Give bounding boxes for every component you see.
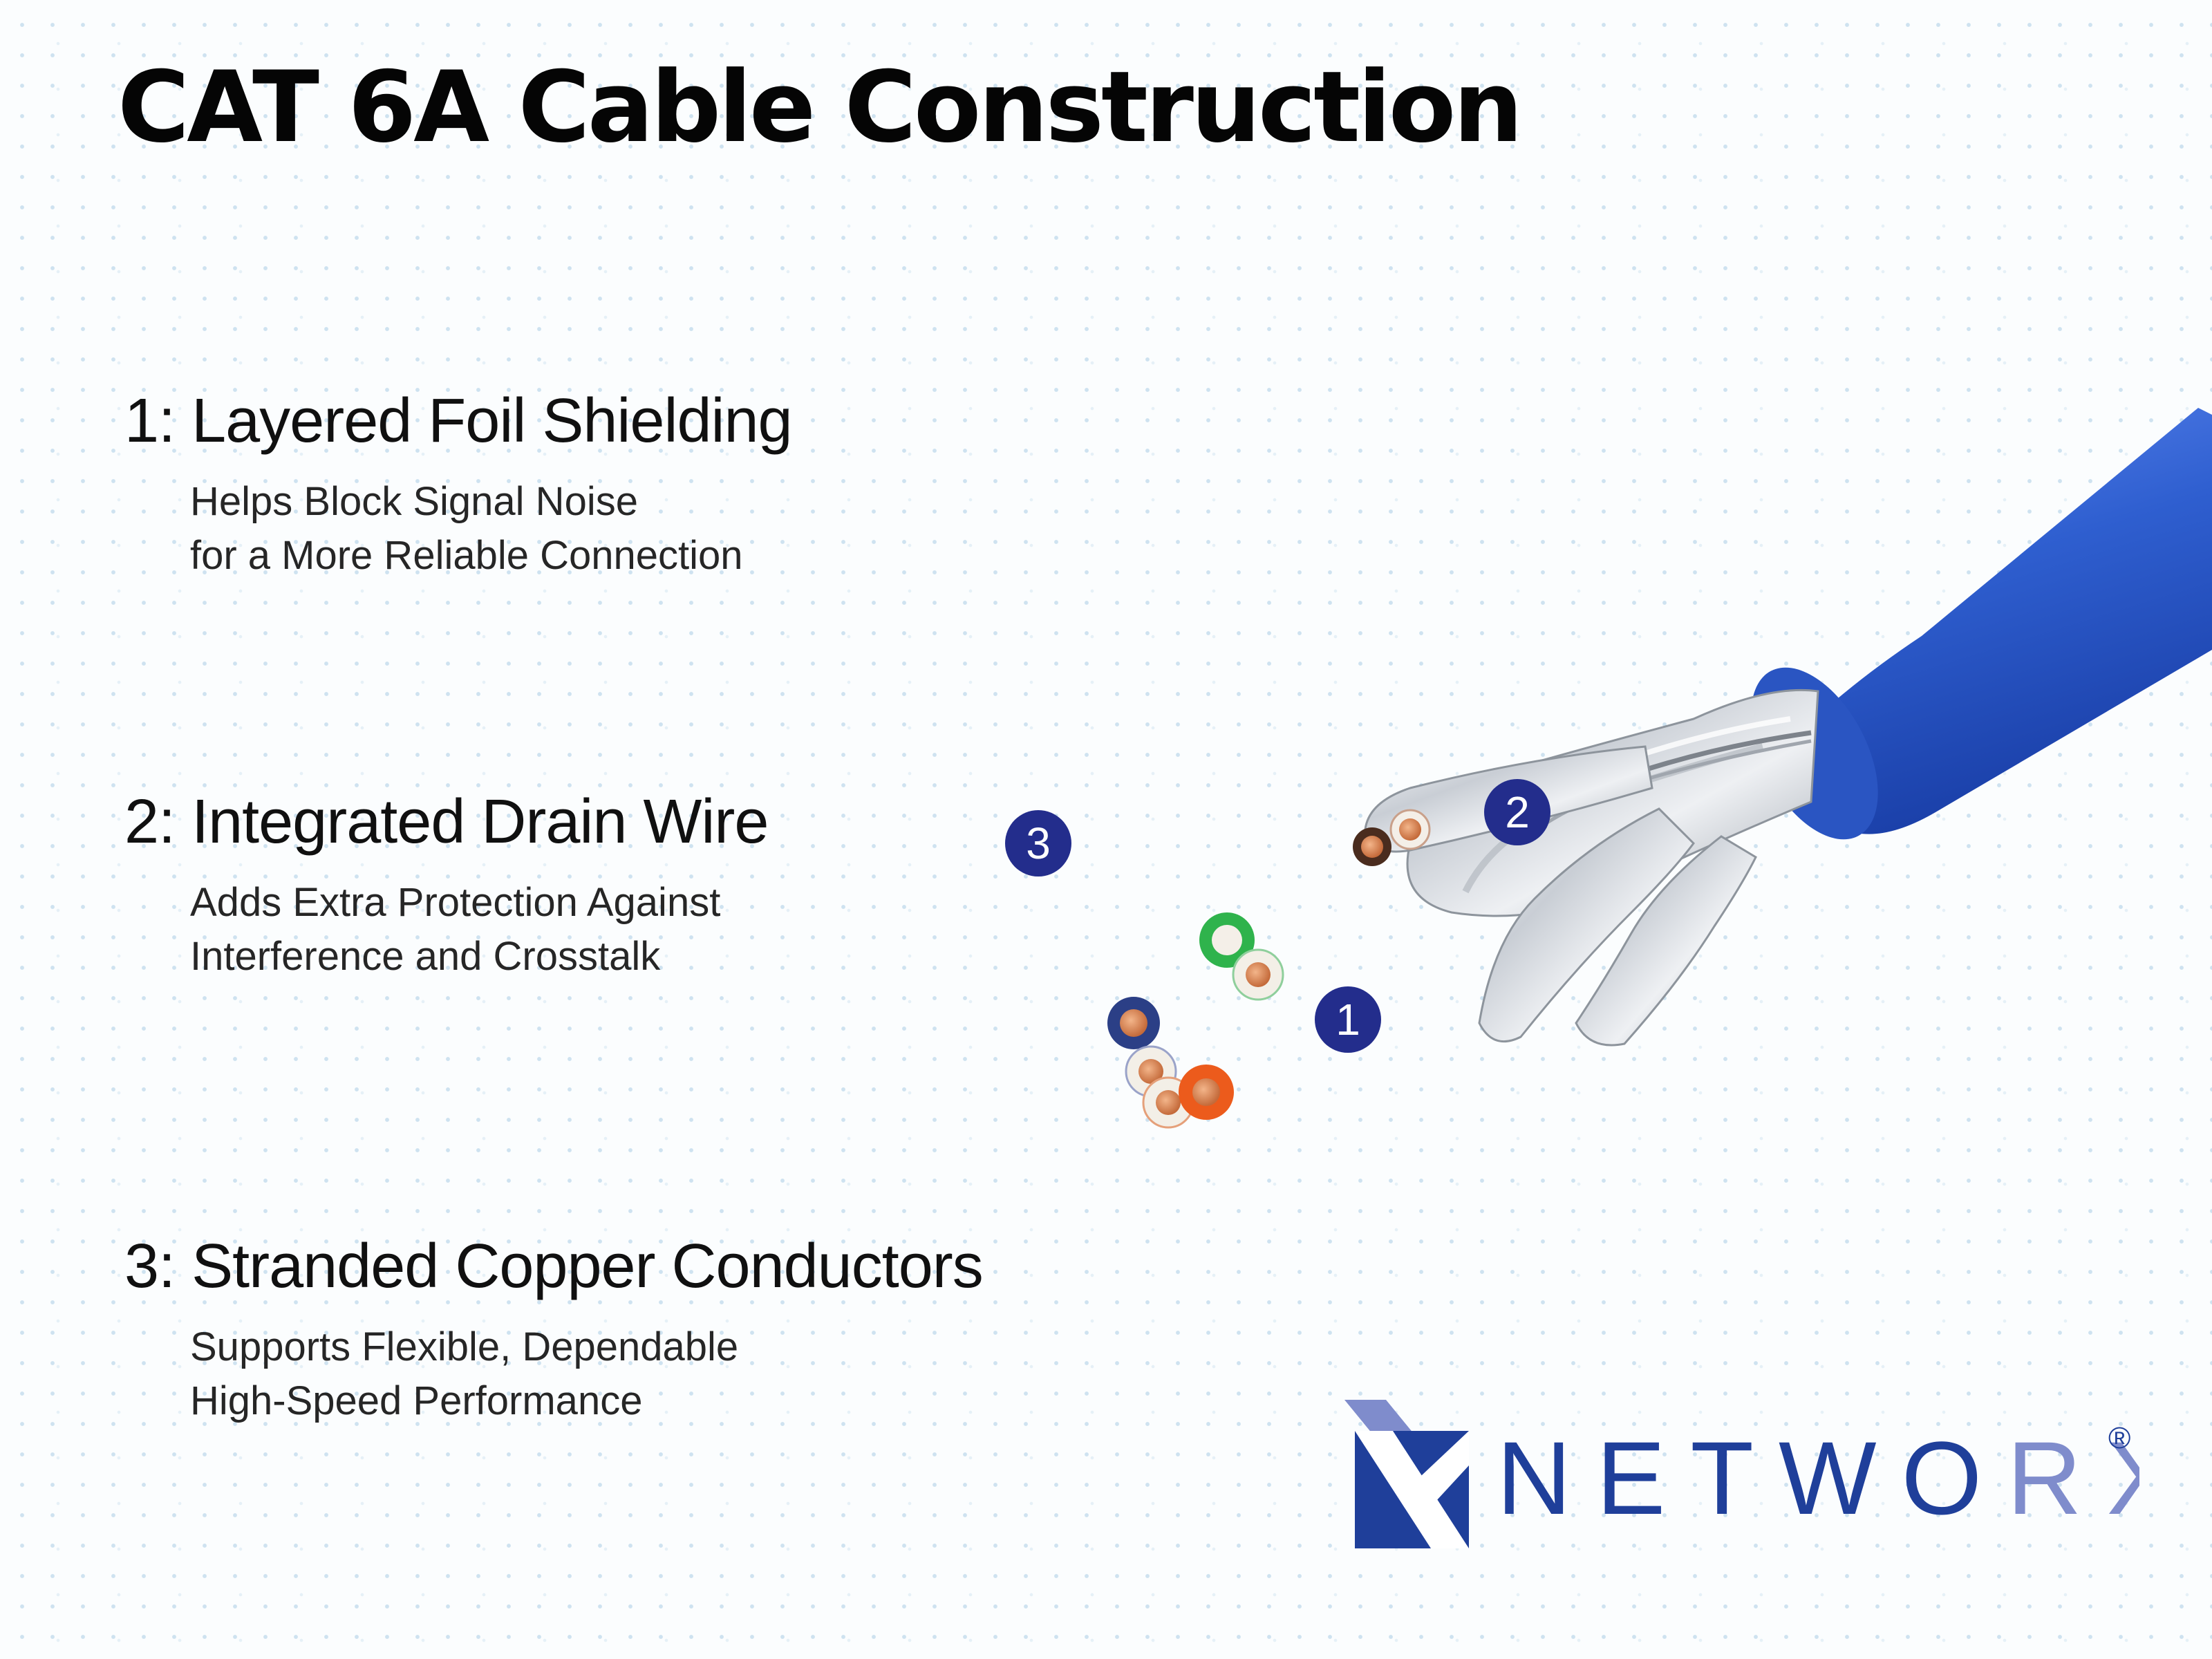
feature-desc-line: for a More Reliable Connection: [190, 533, 743, 578]
feature-desc-line: High-Speed Performance: [190, 1378, 643, 1423]
feature-heading: 3: Stranded Copper Conductors: [124, 1232, 984, 1301]
callout-number: 2: [1505, 787, 1530, 837]
conductor-pair-orange: [1142, 1065, 1234, 1129]
callout-number: 3: [1026, 818, 1051, 868]
networx-wordmark: NETWORX: [1497, 1420, 2139, 1536]
page-title: CAT 6A Cable Construction: [118, 50, 1523, 165]
networx-logo: NETWORX ®: [1344, 1400, 2139, 1548]
feature-heading: 2: Integrated Drain Wire: [124, 787, 769, 856]
feature-description: Supports Flexible, Dependable High-Speed…: [190, 1320, 983, 1428]
feature-desc-line: Adds Extra Protection Against: [190, 880, 721, 925]
callout-badge-1: 1: [1315, 986, 1381, 1053]
feature-desc-line: Interference and Crosstalk: [190, 934, 661, 979]
conductor-pair-brown: [1353, 809, 1431, 866]
feature-drain-wire: 2: Integrated Drain Wire Adds Extra Prot…: [124, 787, 769, 984]
feature-description: Adds Extra Protection Against Interferen…: [190, 876, 768, 984]
feature-description: Helps Block Signal Noise for a More Reli…: [190, 475, 792, 583]
feature-foil-shielding: 1: Layered Foil Shielding Helps Block Si…: [124, 386, 793, 583]
registered-mark: ®: [2108, 1421, 2130, 1455]
callout-badge-2: 2: [1484, 779, 1550, 845]
feature-desc-line: Supports Flexible, Dependable: [190, 1324, 739, 1369]
feature-heading: 1: Layered Foil Shielding: [124, 386, 793, 456]
networx-logo-mark: [1344, 1400, 1469, 1548]
conductor-pair-green: [1199, 912, 1284, 1001]
callout-number: 1: [1335, 995, 1360, 1044]
feature-desc-line: Helps Block Signal Noise: [190, 479, 638, 524]
callout-badge-3: 3: [1005, 810, 1071, 877]
feature-copper-conductors: 3: Stranded Copper Conductors Supports F…: [124, 1232, 984, 1428]
foil-pair-lower: [1478, 807, 1757, 1047]
cable-illustration: 1 2 3: [1005, 408, 2212, 1129]
